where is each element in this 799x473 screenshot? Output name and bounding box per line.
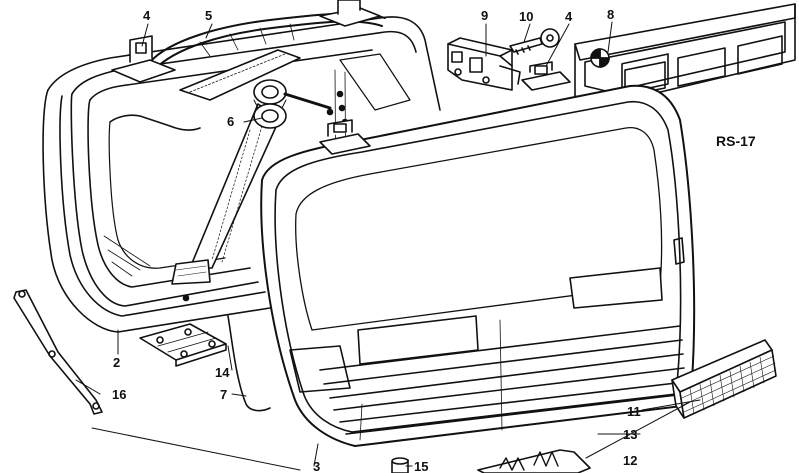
- callout-5-handle: 5: [205, 8, 213, 23]
- callout-10-key: 10: [519, 9, 534, 24]
- callout-15-plug: 15: [414, 459, 429, 473]
- callout-2-case: 2: [113, 355, 121, 370]
- callout-14-hinge: 14: [215, 365, 230, 380]
- callout-3-lid: 3: [313, 459, 321, 473]
- emblem-lettering: [477, 449, 591, 473]
- hinge-plate: [139, 323, 227, 367]
- callout-9-lock: 9: [481, 8, 489, 23]
- callout-6-strap: 6: [227, 114, 235, 129]
- callout-8-plate: 8: [607, 7, 615, 22]
- handle-clip-right: [319, 0, 381, 27]
- callout-4-latch: 4: [565, 9, 573, 24]
- support-wire: [227, 315, 271, 412]
- handle-clip-left: [111, 35, 176, 83]
- lock-mechanism: [447, 37, 521, 91]
- key: [509, 28, 560, 55]
- callout-11-reflector: 11: [627, 404, 641, 419]
- plate-bracket: [574, 3, 796, 105]
- callout-7-wire: 7: [220, 387, 228, 402]
- mounting-bracket: [13, 289, 103, 415]
- rubber-plug: [391, 457, 409, 473]
- callout-16-bracket: 16: [112, 387, 127, 402]
- leader-lines: [75, 21, 701, 471]
- reference-code: RS-17: [716, 133, 756, 149]
- callout-4-clip: 4: [143, 8, 151, 23]
- callout-13-emblem: 13: [623, 427, 638, 442]
- retaining-strap: [171, 49, 301, 285]
- callout-12-reflector: 12: [623, 453, 638, 468]
- front-case-lid: [260, 84, 696, 447]
- rear-case-shell: [42, 16, 441, 333]
- reflector: [671, 339, 777, 419]
